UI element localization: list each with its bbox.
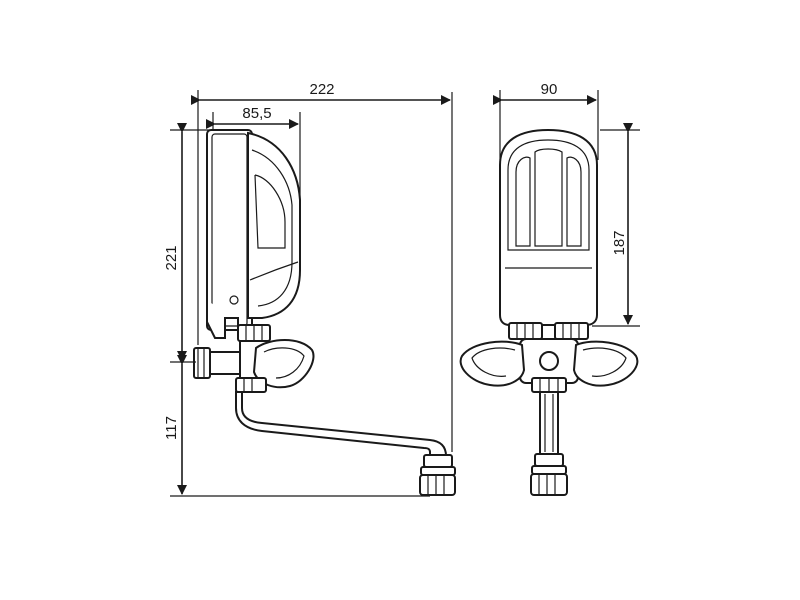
- front-aerator: [530, 473, 568, 496]
- front-left-knob: [459, 340, 526, 387]
- dimension-unit-height: 221: [163, 123, 187, 361]
- side-spout: [235, 391, 447, 459]
- dimension-label-front-height: 187: [611, 230, 628, 255]
- side-housing: [247, 131, 301, 319]
- front-spout: [539, 391, 559, 455]
- side-inlet-nut: [193, 347, 211, 379]
- dimension-label-total-width: 222: [309, 81, 334, 98]
- side-aerator: [419, 474, 456, 496]
- indicator-dot: [229, 295, 239, 305]
- side-extension-lines: [170, 90, 453, 497]
- dimension-spout-height: 117: [163, 355, 187, 495]
- dimension-total-width: 222: [191, 81, 451, 105]
- dimension-label-spout-height: 117: [163, 416, 180, 440]
- front-view: [459, 128, 639, 496]
- front-right-knob: [572, 340, 639, 387]
- dimension-label-front-width: 90: [541, 81, 558, 98]
- dimension-label-unit-depth: 85,5: [242, 105, 271, 122]
- dimension-label-unit-height: 221: [163, 245, 180, 270]
- dimension-front-height: 187: [611, 123, 633, 325]
- front-housing: [499, 128, 598, 326]
- dimension-front-width: 90: [493, 81, 597, 105]
- side-view: [193, 129, 456, 496]
- side-lower-nut: [235, 377, 267, 393]
- dimension-unit-depth: 85,5: [206, 105, 299, 129]
